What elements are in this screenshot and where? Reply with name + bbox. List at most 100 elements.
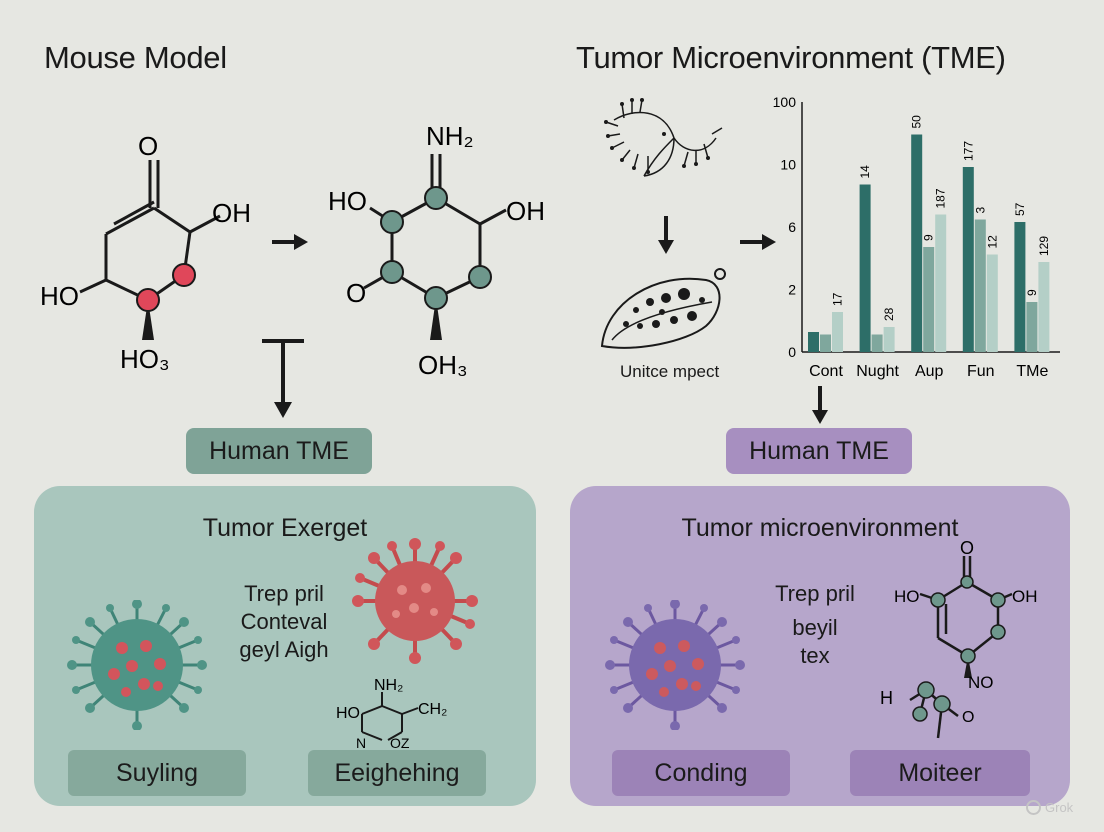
chart-bar (923, 247, 935, 352)
mol2-ho: HO (328, 186, 367, 216)
illustration-caption: Unitce mpect (620, 362, 720, 381)
down-arrow-icon-2 (812, 386, 828, 424)
chart-bar (1038, 262, 1050, 352)
right-label-line-3: tex (800, 643, 830, 668)
atom-node (424, 186, 448, 210)
cell-red-coral-icon (352, 538, 478, 664)
x-tick-label: Aup (915, 363, 944, 380)
left-title: Mouse Model (44, 40, 227, 75)
chart-bar (986, 254, 998, 352)
suyling-button[interactable]: Suyling (68, 750, 246, 796)
chart-bar (883, 327, 895, 352)
chart-bar (962, 167, 974, 352)
bar-data-label: 9 (1025, 289, 1039, 296)
bar-data-label: 12 (985, 235, 999, 249)
cell-leaf-illustration-icon (600, 268, 726, 349)
mol2-oh: OH (506, 196, 545, 226)
bar-data-label: 14 (858, 165, 872, 179)
right-panel-title: Tumor microenvironment (681, 514, 959, 542)
y-tick-label: 2 (788, 282, 796, 298)
bar-data-label: 28 (882, 307, 896, 321)
molecule-2-diagram: NH₂ HO OH O OH₃ (328, 121, 545, 380)
x-tick-label: Fun (967, 363, 995, 380)
mini-r-ho: HO (894, 587, 920, 606)
left-label-line-1: Trep pril (244, 581, 324, 606)
bar-data-label: 187 (934, 188, 948, 208)
atom-node (380, 260, 404, 284)
cell-virus-purple-icon (605, 600, 745, 730)
atom-node (424, 286, 448, 310)
inhibit-arrow-icon (262, 339, 304, 418)
right-label-line-2: beyil (792, 615, 838, 640)
grok-watermark: Grok (1026, 800, 1073, 815)
mini-r-no: NO (968, 673, 994, 692)
right-panel-label: Trep pril beyil tex (760, 580, 870, 670)
mol2-o: O (346, 278, 366, 308)
y-tick-label: 6 (788, 219, 796, 235)
chart-bar (911, 134, 923, 352)
mini-r-h: H (880, 688, 893, 708)
x-tick-label: Nught (856, 363, 899, 380)
chart-y-ticks: 100 10 6 2 0 (773, 94, 797, 360)
mini-ho: HO (336, 705, 360, 722)
mini-molecule-left: NH₂ HO CH₂ N OZ (336, 677, 447, 751)
left-label-line-2: Conteval (240, 609, 328, 634)
y-tick-label: 100 (773, 94, 797, 110)
watermark-text: Grok (1045, 800, 1074, 815)
chart-bar (871, 334, 883, 352)
bar-data-label: 17 (831, 292, 845, 306)
right-human-tme-pill: Human TME (726, 428, 912, 474)
left-panel-label: Trep pril Conteval geyl Aigh (218, 580, 350, 664)
right-arrow-icon-2 (740, 234, 776, 250)
mini-nh2: NH₂ (374, 677, 403, 694)
down-arrow-icon (658, 216, 674, 254)
mol1-oh: OH (212, 198, 251, 228)
bird-illustration-icon (604, 98, 723, 177)
mini-oz: OZ (390, 735, 410, 751)
mol1-top: O (138, 131, 158, 161)
atom-node (380, 210, 404, 234)
grok-logo-icon (1026, 800, 1041, 815)
bar-data-label: 50 (910, 115, 924, 129)
left-human-tme-pill: Human TME (186, 428, 372, 474)
chart-x-ticks: Cont Nught Aup Fun TMe (809, 363, 1048, 380)
right-label-line-1: Trep pril (775, 581, 855, 606)
chart-bar (935, 214, 947, 352)
y-tick-label: 10 (780, 157, 796, 173)
right-title: Tumor Microenvironment (TME) (576, 40, 1006, 75)
mini-r-oh: OH (1012, 587, 1038, 606)
chart-bar (832, 312, 843, 352)
x-tick-label: Cont (809, 363, 843, 380)
atom-node (172, 263, 196, 287)
mini-n: N (356, 735, 366, 751)
right-arrow-icon (272, 234, 308, 250)
chart-bar (974, 219, 986, 352)
bar-data-label: 177 (961, 141, 975, 161)
mol2-top: NH₂ (426, 121, 474, 151)
cell-virus-teal-icon (67, 600, 207, 730)
moiteer-button[interactable]: Moiteer (850, 750, 1030, 796)
conding-button[interactable]: Conding (612, 750, 790, 796)
mol2-bottom: OH₃ (418, 350, 468, 380)
mini-molecule-right: O HO OH NO H O (880, 538, 1038, 739)
mini-r-o-top: O (960, 538, 974, 558)
mol1-bottom: HO₃ (120, 344, 170, 374)
y-tick-label: 0 (788, 344, 796, 360)
chart-bars (808, 134, 1050, 352)
left-label-line-3: geyl Aigh (239, 637, 329, 662)
bar-data-label: 57 (1013, 202, 1027, 216)
mini-r-o: O (962, 709, 974, 726)
left-panel-title: Tumor Exerget (202, 514, 368, 542)
bar-data-label: 3 (973, 207, 987, 214)
chart-bar (1014, 222, 1026, 352)
atom-node (136, 288, 160, 312)
bar-data-label: 9 (922, 234, 936, 241)
chart-bar (808, 332, 819, 352)
mol1-ho: HO (40, 281, 79, 311)
x-tick-label: TMe (1016, 363, 1048, 380)
chart-bar (859, 184, 871, 352)
eeighehing-button[interactable]: Eeighehing (308, 750, 486, 796)
mini-ch2: CH₂ (418, 701, 447, 718)
